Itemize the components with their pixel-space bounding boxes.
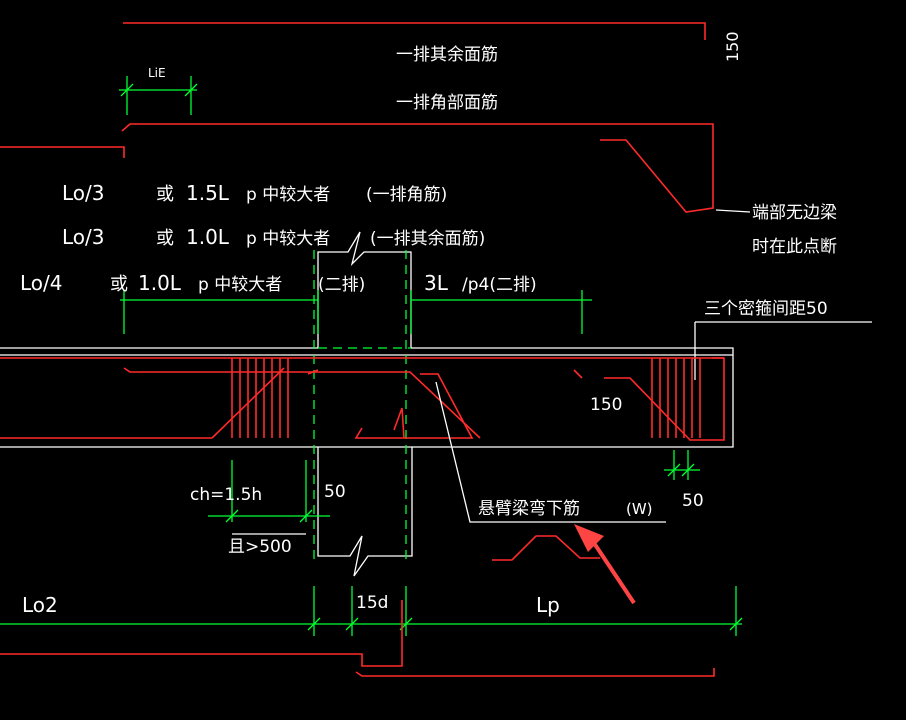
top-rebar-lines	[0, 22, 714, 213]
row2-a: Lo/3	[62, 225, 105, 249]
row2-e: (一排其余面筋)	[370, 229, 485, 249]
label-cantilever-bent-bar: 悬臂梁弯下筋	[478, 499, 580, 519]
label-150-top: 150	[723, 31, 742, 62]
label-w: (W)	[626, 500, 653, 518]
column-centerlines	[313, 250, 411, 560]
note-line-2: 时在此点断	[752, 237, 837, 257]
label-3l: 3L	[424, 271, 449, 295]
callout-arrow	[574, 524, 636, 605]
row1-e: (一排角筋)	[366, 185, 447, 205]
row3-b: 或	[110, 274, 128, 295]
label-lp: Lp	[536, 593, 560, 617]
label-gt500: 且>500	[228, 537, 292, 557]
label-ch: ch=1.5h	[190, 485, 262, 505]
row1-c: 1.5L	[186, 181, 230, 205]
ch-dimension	[208, 460, 330, 523]
upper-dimension	[120, 290, 592, 334]
row1-a: Lo/3	[62, 181, 105, 205]
label-top-rebar-other: 一排其余面筋	[396, 45, 498, 65]
column-lower	[232, 447, 413, 577]
row2-b: 或	[156, 228, 174, 249]
bent-bar-leader	[435, 381, 666, 523]
label-50-left: 50	[324, 482, 346, 502]
right50-dimension	[664, 450, 700, 480]
row3-a: Lo/4	[20, 271, 63, 295]
label-3l-suffix: /p4(二排)	[462, 275, 537, 295]
note-line-1: 端部无边梁	[752, 203, 837, 223]
row1-b: 或	[156, 184, 174, 205]
column-upper	[317, 231, 412, 348]
bent-bar-sketch	[492, 535, 600, 561]
label-150-mid: 150	[590, 395, 622, 415]
label-top-rebar-corner: 一排角部面筋	[396, 93, 498, 113]
label-50-right: 50	[682, 491, 704, 511]
note-leader	[715, 209, 751, 213]
row3-d: p 中较大者	[198, 275, 282, 295]
lie-dimension	[119, 76, 198, 115]
bottom-dimension	[0, 586, 743, 636]
bottom-rebar	[0, 600, 715, 677]
label-15d: 15d	[356, 593, 388, 613]
row3-c: 1.0L	[138, 271, 182, 295]
beam-rebars	[0, 357, 725, 441]
row2-c: 1.0L	[186, 225, 230, 249]
label-lie: LiE	[148, 66, 166, 80]
row1-d: p 中较大者	[246, 185, 330, 205]
label-stirrup-spacing: 三个密箍间距50	[704, 299, 828, 319]
row2-d: p 中较大者	[246, 229, 330, 249]
label-lo2: Lo2	[22, 593, 58, 617]
row3-e: (二排)	[318, 275, 365, 295]
beam-outline	[0, 321, 872, 448]
